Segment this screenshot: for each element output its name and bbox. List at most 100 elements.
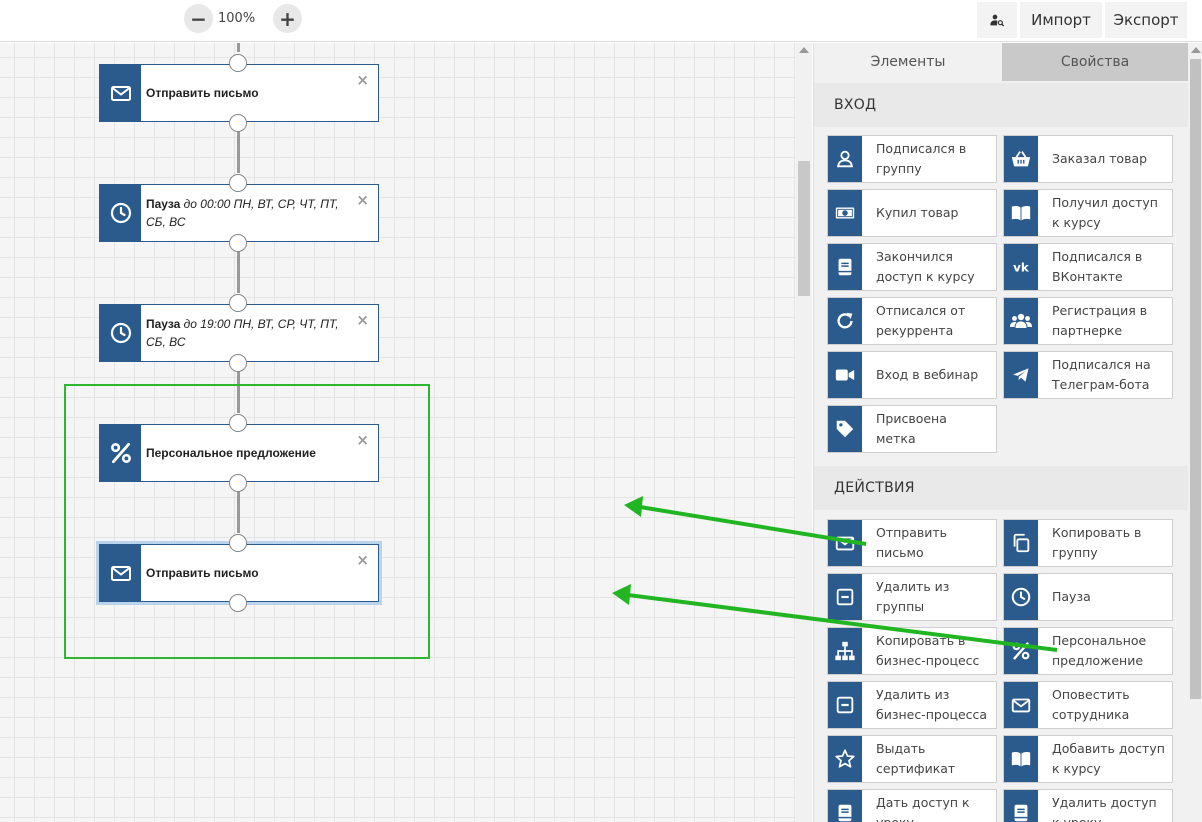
tile-remove-from-business-process[interactable]: Удалить из бизнес-процесса (827, 681, 997, 729)
zoom-out-button[interactable]: − (184, 4, 213, 33)
tab-properties[interactable]: Свойства (1002, 43, 1188, 81)
tile-subscribed-vk[interactable]: Подписался в ВКонтакте (1003, 243, 1173, 291)
tile-notify-employee[interactable]: Оповестить сотрудника (1003, 681, 1173, 729)
tile-copy-to-group[interactable]: Копировать в группу (1003, 519, 1173, 567)
workflow-node-pause[interactable]: Пауза до 00:00 ПН, ВТ, СР, ЧТ, ПТ, СБ, В… (99, 184, 379, 242)
workflow-canvas[interactable]: Отправить письмо × Пауза до 00:00 ПН, ВТ… (0, 43, 812, 822)
node-title: Пауза (146, 197, 181, 211)
tile-label: Выдать сертификат (876, 741, 956, 776)
tile-label: Присвоена метка (876, 411, 947, 446)
close-icon[interactable]: × (356, 431, 369, 449)
tile-partner-registration[interactable]: Регистрация в партнерке (1003, 297, 1173, 345)
elements-panel: Элементы Свойства ВХОД Подписался в груп… (813, 43, 1202, 822)
panel-scrollbar[interactable] (1188, 43, 1202, 822)
input-port[interactable] (229, 414, 247, 432)
close-icon[interactable]: × (356, 191, 369, 209)
scrollbar-thumb[interactable] (798, 161, 810, 296)
redo-icon (834, 310, 856, 332)
envelope-icon (834, 532, 856, 554)
tile-bought-product[interactable]: Купил товар (827, 189, 997, 237)
node-title: Отправить письмо (146, 566, 259, 580)
tile-got-course-access[interactable]: Получил доступ к курсу (1003, 189, 1173, 237)
tile-copy-to-business-process[interactable]: Копировать в бизнес-процесс (827, 627, 997, 675)
import-label: Импорт (1031, 11, 1091, 29)
tile-label: Заказал товар (1052, 151, 1148, 166)
tile-issue-certificate[interactable]: Выдать сертификат (827, 735, 997, 783)
close-icon[interactable]: × (356, 311, 369, 329)
workflow-node-pause[interactable]: Пауза до 19:00 ПН, ВТ, СР, ЧТ, ПТ, СБ, В… (99, 304, 379, 362)
edge (237, 131, 240, 173)
input-port[interactable] (229, 294, 247, 312)
tile-send-email[interactable]: Отправить письмо (827, 519, 997, 567)
node-title: Персональное предложение (146, 446, 316, 460)
star-icon (834, 748, 856, 770)
tile-webinar-entry[interactable]: Вход в вебинар (827, 351, 997, 399)
node-detail: до 00:00 ПН, ВТ, СР, ЧТ, ПТ, СБ, ВС (146, 197, 339, 229)
clock-icon (109, 201, 133, 225)
tile-ordered-product[interactable]: Заказал товар (1003, 135, 1173, 183)
copy-icon (1010, 532, 1032, 554)
input-port[interactable] (229, 54, 247, 72)
input-port[interactable] (229, 174, 247, 192)
edge (237, 43, 240, 52)
tag-icon (834, 418, 856, 440)
node-title: Пауза (146, 317, 181, 331)
node-title: Отправить письмо (146, 86, 259, 100)
tile-personal-offer[interactable]: Персональное предложение (1003, 627, 1173, 675)
output-port[interactable] (229, 354, 247, 372)
zoom-in-button[interactable]: + (273, 4, 302, 33)
minus-icon: − (190, 6, 207, 31)
node-detail: до 19:00 ПН, ВТ, СР, ЧТ, ПТ, СБ, ВС (146, 317, 339, 349)
close-icon[interactable]: × (356, 71, 369, 89)
users-icon (1009, 309, 1033, 333)
tile-subscribed-telegram[interactable]: Подписался на Телеграм-бота (1003, 351, 1173, 399)
output-port[interactable] (229, 234, 247, 252)
user-icon (834, 148, 856, 170)
minus-square-icon (834, 694, 856, 716)
tile-label: Удалить из бизнес-процесса (876, 687, 988, 722)
tile-tag-assigned[interactable]: Присвоена метка (827, 405, 997, 453)
toolbar: − 100% + Импорт Экспорт (0, 0, 1202, 42)
tile-subscribed-group[interactable]: Подписался в группу (827, 135, 997, 183)
tile-pause[interactable]: Пауза (1003, 573, 1173, 621)
book-open-icon (1010, 202, 1032, 224)
tile-label: Вход в вебинар (876, 367, 979, 382)
telegram-icon (1011, 365, 1031, 385)
import-button[interactable]: Импорт (1020, 2, 1102, 38)
basket-icon (1010, 148, 1032, 170)
tile-label: Подписался в группу (876, 141, 967, 176)
close-icon[interactable]: × (356, 551, 369, 569)
tile-remove-from-group[interactable]: Удалить из группы (827, 573, 997, 621)
canvas-scrollbar[interactable] (796, 43, 812, 822)
tile-add-course-access[interactable]: Добавить доступ к курсу (1003, 735, 1173, 783)
book-icon (1010, 802, 1032, 822)
tab-elements[interactable]: Элементы (814, 43, 1002, 81)
user-search-icon (989, 12, 1005, 28)
plus-icon: + (279, 6, 296, 31)
output-port[interactable] (229, 474, 247, 492)
scroll-up-arrow-icon[interactable] (1191, 47, 1201, 53)
input-port[interactable] (229, 534, 247, 552)
tile-course-access-ended[interactable]: Закончился доступ к курсу (827, 243, 997, 291)
export-label: Экспорт (1113, 11, 1179, 29)
tile-label: Удалить из группы (876, 579, 950, 614)
tile-give-lesson-access[interactable]: Дать доступ к уроку (827, 789, 997, 822)
tab-label: Свойства (1060, 54, 1130, 70)
clock-icon (109, 321, 133, 345)
scrollbar-thumb[interactable] (1190, 59, 1201, 699)
tile-label: Купил товар (876, 205, 959, 220)
percent-icon (1010, 640, 1032, 662)
sitemap-icon (834, 640, 856, 662)
export-button[interactable]: Экспорт (1105, 2, 1187, 38)
tile-label: Оповестить сотрудника (1052, 687, 1130, 722)
workflow-node-send-email[interactable]: Отправить письмо × (99, 64, 379, 122)
tile-remove-lesson-access[interactable]: Удалить доступ к уроку (1003, 789, 1173, 822)
zoom-level: 100% (218, 11, 256, 26)
highlight-box (64, 384, 430, 659)
scroll-up-arrow-icon[interactable] (799, 47, 809, 53)
tile-unsubscribed-recurrent[interactable]: Отписался от рекуррента (827, 297, 997, 345)
edge (237, 491, 240, 533)
output-port[interactable] (229, 114, 247, 132)
output-port[interactable] (229, 594, 247, 612)
user-search-button[interactable] (977, 2, 1017, 38)
